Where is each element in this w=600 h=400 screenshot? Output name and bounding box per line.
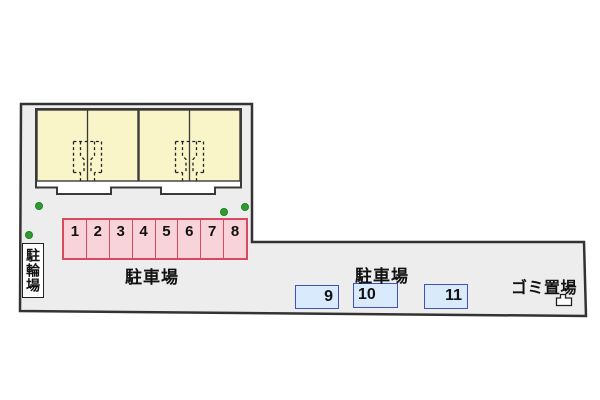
red-parking-row: 1 2 3 4 5 6 7 8 xyxy=(62,218,248,260)
bicycle-parking-box: 駐輪場 xyxy=(22,243,44,298)
parking-space-8: 8 xyxy=(223,220,246,258)
tree-dot-icon xyxy=(219,207,228,216)
blue-parking-space-11: 11 xyxy=(424,284,468,309)
parking-space-3: 3 xyxy=(108,220,132,258)
parking-space-4: 4 xyxy=(131,220,155,258)
garbage-area-label: ゴミ置場 xyxy=(511,280,578,297)
parking-space-6: 6 xyxy=(177,220,200,258)
stair-dashed-outline-left xyxy=(72,140,103,181)
parking-space-7: 7 xyxy=(200,220,223,258)
tree-dot-icon xyxy=(24,230,33,239)
tree-dot-icon xyxy=(240,202,249,211)
parking-space-1: 1 xyxy=(70,223,80,240)
blue-parking-space-9: 9 xyxy=(295,285,339,309)
parking-lot-label-left: 駐車場 xyxy=(125,268,179,287)
bicycle-parking-label: 駐輪場 xyxy=(25,248,41,293)
blue-parking-space-10: 10 xyxy=(353,283,398,308)
stair-dashed-outline-right xyxy=(174,140,205,181)
parking-lot-label-right: 駐車場 xyxy=(355,267,409,286)
garbage-bin-icon xyxy=(555,293,573,307)
parking-space-2: 2 xyxy=(85,220,109,258)
tree-dot-icon xyxy=(35,201,44,210)
parking-space-5: 5 xyxy=(154,220,178,258)
